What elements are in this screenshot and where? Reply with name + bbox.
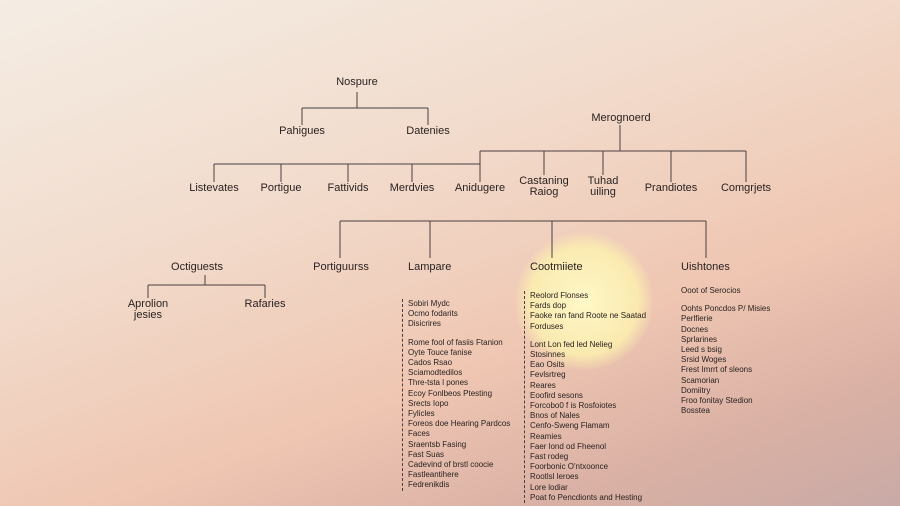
list-item: Oohts Poncdos P/ Misies <box>681 304 771 314</box>
list-item: Lont Lon fed led Nelieg <box>530 339 613 349</box>
list-item: Lore lodiar <box>530 482 568 492</box>
row3-node: Tuhad uiling <box>587 175 619 198</box>
list-item: Srects Iopo <box>408 398 449 408</box>
list-item: Poat fo Pencdionts and Hesting <box>530 492 643 502</box>
subtree-root-node: Octiguests <box>171 261 223 273</box>
list-item: Ecoy Fonlbeos Ptesting <box>408 388 493 398</box>
list-item: Foorbonic O'ntxoonce <box>530 462 609 472</box>
level1-node-datenies: Datenies <box>406 125 450 137</box>
list-item: Forduses <box>530 321 564 331</box>
list-item: Sobiri Mydc <box>408 299 450 308</box>
list-item: Docnes <box>681 324 709 334</box>
column-header: Uishtones <box>681 261 730 273</box>
row3-node: Anidugere <box>454 182 506 194</box>
subtree-child-node: Aprolion jesies <box>127 298 169 321</box>
list-item: Srsid Woges <box>681 355 727 365</box>
list-item: Reares <box>530 380 556 390</box>
list-item: Scamorian <box>681 375 720 385</box>
list-item: Fylicles <box>408 409 435 419</box>
list-item: Fast rodeg <box>530 452 569 462</box>
list-item: Sprlarines <box>681 334 718 344</box>
list-item: Bosstea <box>681 406 710 416</box>
list-item: Perlfierie <box>681 314 713 324</box>
list-item: Fards dop <box>530 301 567 311</box>
list-item: Domiitry <box>681 385 711 395</box>
list-item: Ooot of Serocios <box>681 286 741 295</box>
list-item: Cados Rsao <box>408 358 453 368</box>
column-header: Cootmiiete <box>530 261 583 273</box>
list-gap <box>408 330 510 338</box>
level1-node-pahigues: Pahigues <box>279 125 325 137</box>
list-item: Faer lond od Fheenol <box>530 441 607 451</box>
list-item: Eoofird sesons <box>530 390 583 400</box>
list-item: Fast Suas <box>408 449 445 459</box>
list-item: Faoke ran fand Roote ne Saatad <box>530 311 647 321</box>
list-item: Stosinnes <box>530 350 566 360</box>
list-item: Froo fonitay Stedion <box>681 396 753 406</box>
list-item: Disicrires <box>408 319 441 329</box>
list-item: Fevlsrtreg <box>530 370 566 380</box>
row3-node: Prandiotes <box>644 182 698 194</box>
list-item: Forcobo0 f is Rosfoiotes <box>530 401 617 411</box>
list-item: Reamies <box>530 431 562 441</box>
list-gap <box>530 332 646 340</box>
row3-node: Portigue <box>260 182 302 194</box>
list-gap <box>681 296 770 304</box>
management-node: Merognoerd <box>591 112 651 124</box>
list-item: Rome fool of fasiis Ftanion <box>408 337 503 347</box>
list-item: Cenfo-Sweng Flamam <box>530 421 610 431</box>
list-item: Reolord Flonses <box>530 291 589 300</box>
list-item: Bnos of Nales <box>530 411 580 421</box>
row3-node: Castaning Raiog <box>519 175 569 198</box>
list-item: Fastleantihere <box>408 470 459 480</box>
row3-node: Listevates <box>189 182 239 194</box>
column-header: Portiguurss <box>313 261 369 273</box>
list-item: Eao Osits <box>530 360 565 370</box>
row3-node: Merdvies <box>389 182 435 194</box>
list-item: Cadevind of brstl coocie <box>408 460 494 470</box>
subtree-child-node: Rafaries <box>244 298 286 310</box>
highlight-glow <box>515 232 653 370</box>
list-item: Leed s bsig <box>681 345 722 355</box>
list-item: Rootlsl leroes <box>530 472 579 482</box>
list-bracket <box>402 299 403 491</box>
list-item: Foreos doe Hearing Pardcos <box>408 419 511 429</box>
root-node: Nospure <box>336 76 378 88</box>
list-bracket <box>524 291 525 504</box>
list-item: Frest Imrrt of sleons <box>681 365 753 375</box>
list-item: Ocmo fodarits <box>408 309 458 319</box>
column-header: Lampare <box>408 261 452 273</box>
list-item: Oyte Touce fanise <box>408 347 472 357</box>
list-item: Sciamodtedilos <box>408 368 463 378</box>
list-item: Fedrenikdis <box>408 480 450 490</box>
list-item: Faces <box>408 429 430 439</box>
list-item: Thre-tsta l pones <box>408 378 469 388</box>
row3-node: Fattivids <box>327 182 369 194</box>
list-item: Sraentsb Fasing <box>408 439 467 449</box>
row3-node: Comgrjets <box>720 182 772 194</box>
